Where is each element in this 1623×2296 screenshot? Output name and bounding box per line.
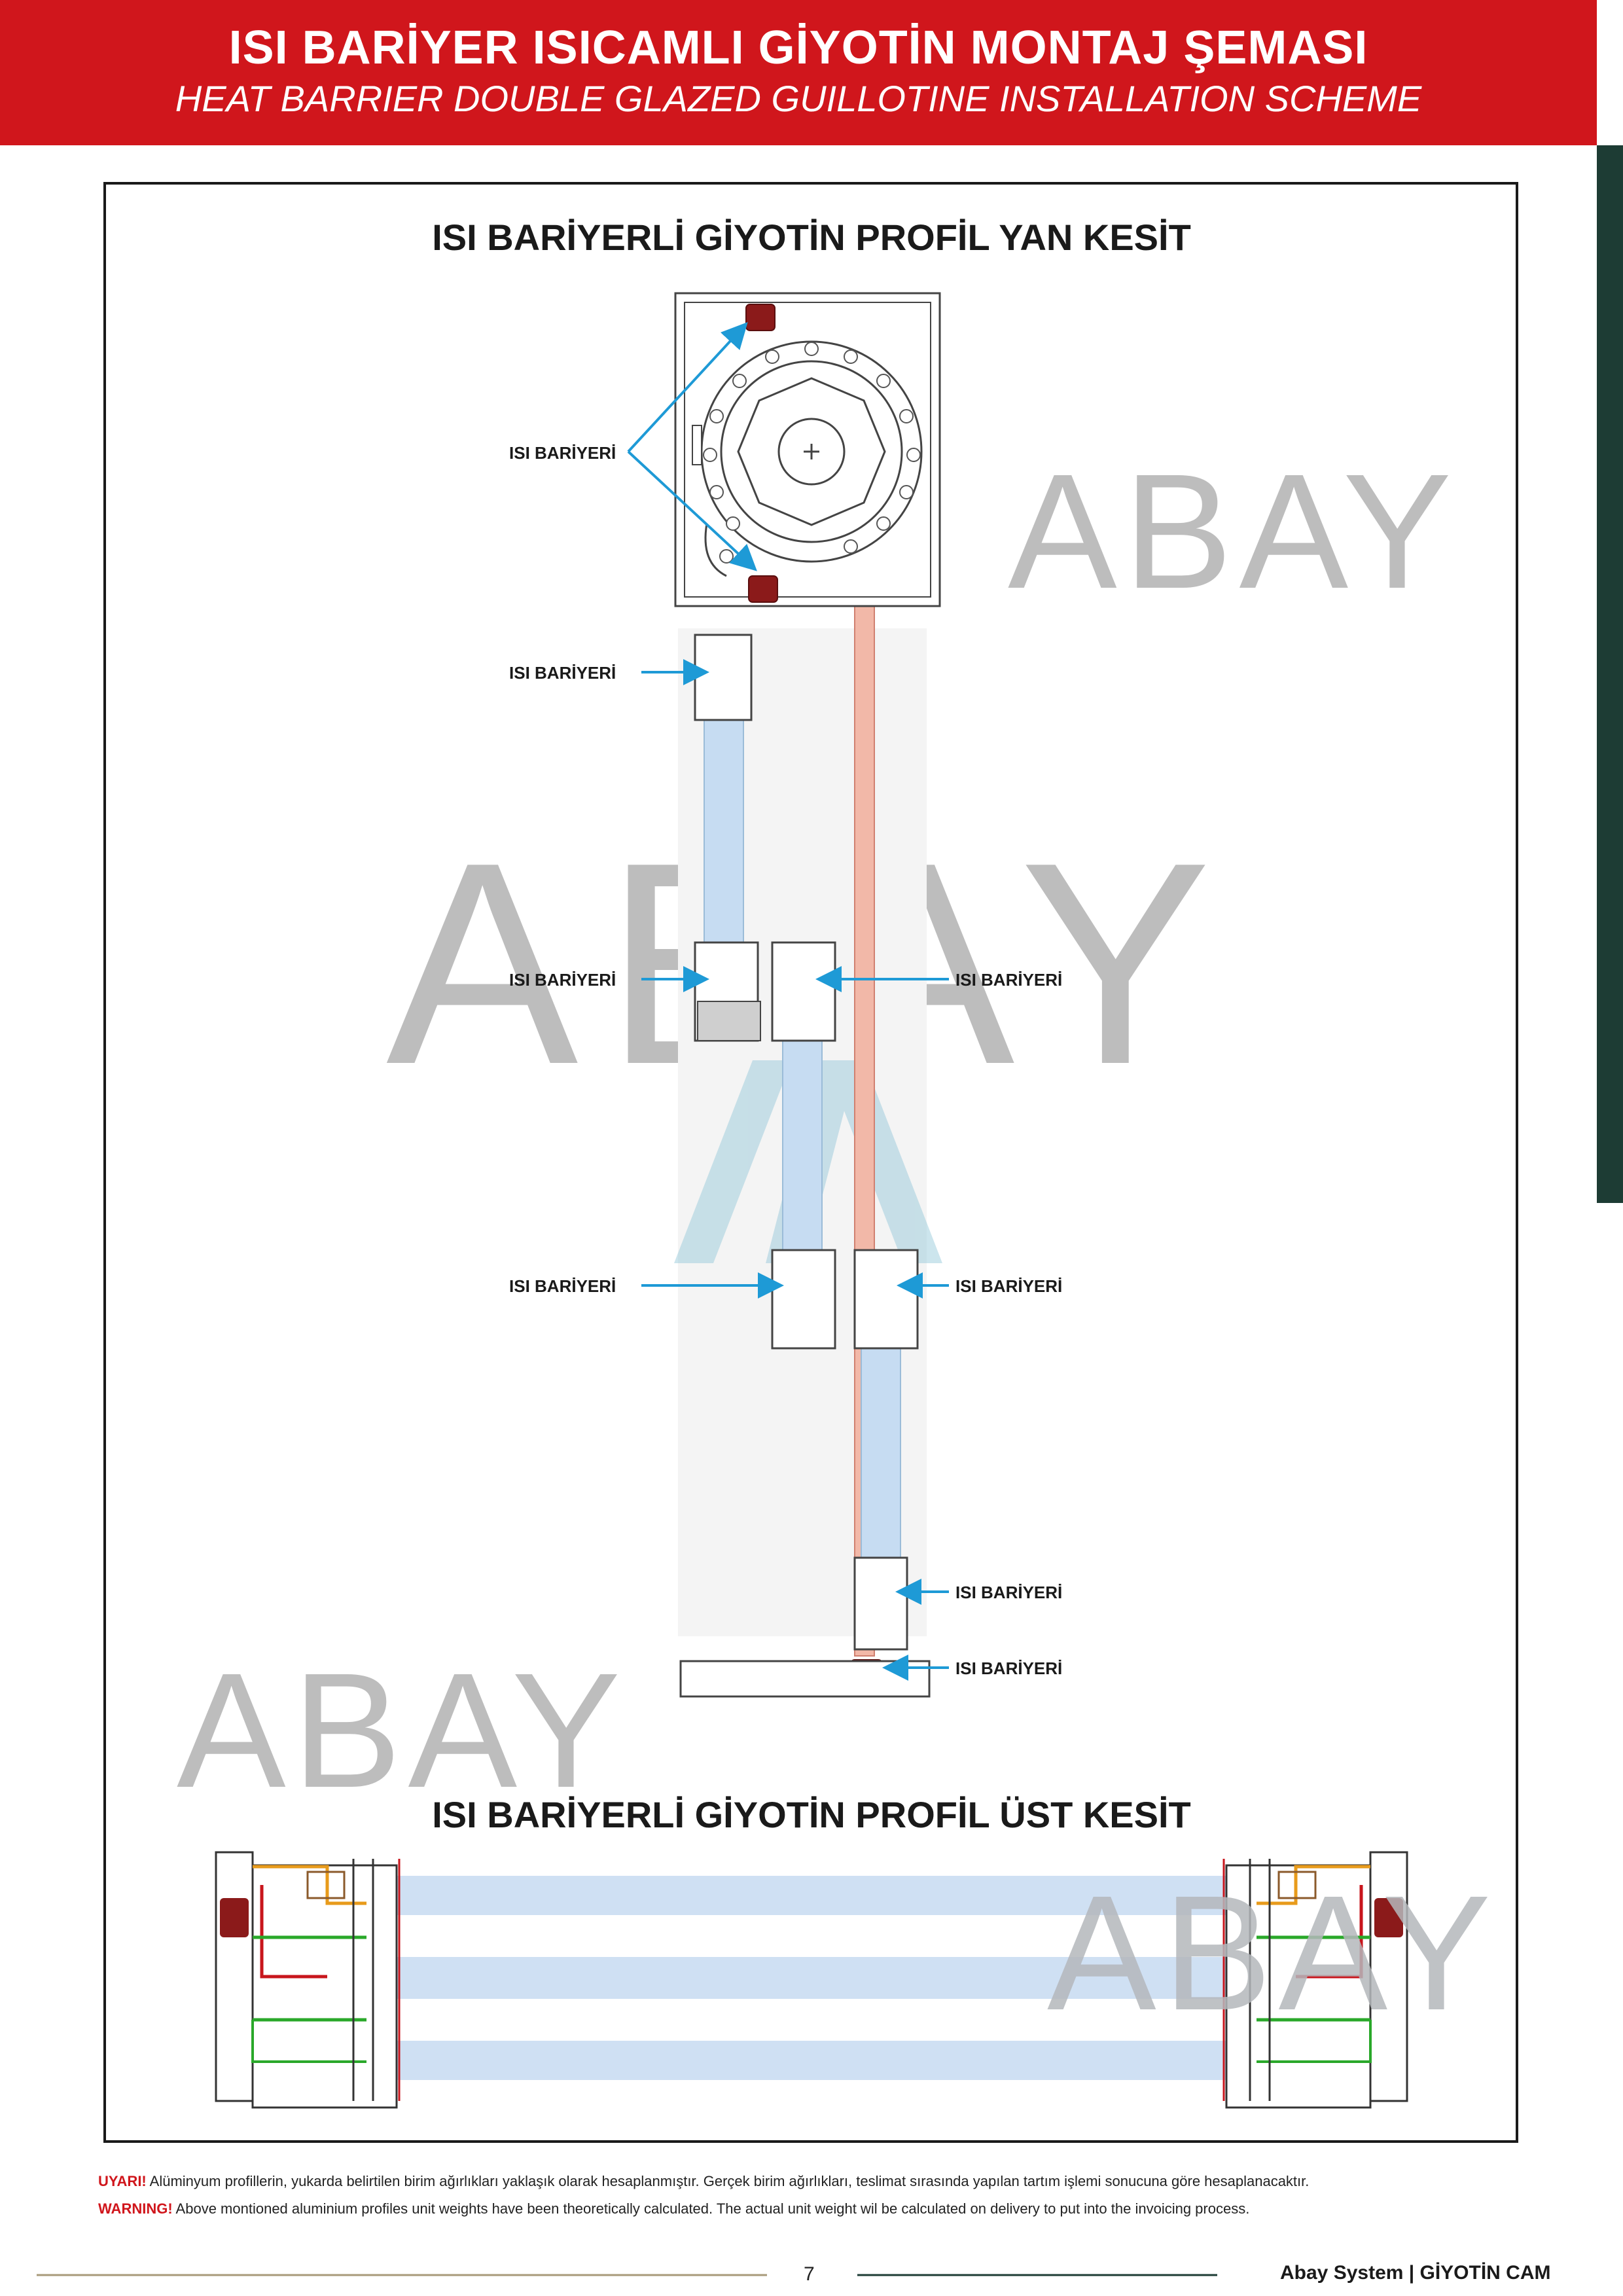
callout-label: ISI BARİYERİ: [955, 1659, 1063, 1678]
warning-label-en: WARNING!: [98, 2200, 173, 2217]
callout-arrows: [627, 322, 949, 1681]
page-number: 7: [804, 2263, 815, 2285]
side-section-title: ISI BARİYERLİ GİYOTİN PROFİL YAN KESİT: [432, 217, 1191, 258]
page-header: ISI BARİYER ISICAMLI GİYOTİN MONTAJ ŞEMA…: [0, 0, 1597, 145]
side-tab: [1597, 145, 1623, 1203]
callout-label: ISI BARİYERİ: [509, 970, 616, 990]
callout-label: ISI BARİYERİ: [955, 1276, 1063, 1296]
watermark-abay: ABAY: [1047, 1861, 1498, 2044]
warning-text-en: Above montioned aluminium profiles unit …: [172, 2200, 1250, 2217]
warning-label-tr: UYARI!: [98, 2173, 147, 2189]
warning-note-en: WARNING! Above montioned aluminium profi…: [98, 2200, 1249, 2217]
watermark-abay: ABAY: [177, 1639, 628, 1821]
callout-label: ISI BARİYERİ: [509, 1276, 616, 1296]
drawing-frame: [103, 182, 1518, 2143]
callout-label: ISI BARİYERİ: [955, 970, 1063, 990]
callout-label: ISI BARİYERİ: [509, 663, 616, 683]
header-title-en: HEAT BARRIER DOUBLE GLAZED GUILLOTINE IN…: [175, 78, 1422, 119]
warning-note-tr: UYARI! Alüminyum profillerin, yukarda be…: [98, 2173, 1309, 2190]
warning-text-tr: Alüminyum profillerin, yukarda belirtile…: [146, 2173, 1310, 2189]
roller-box: [674, 292, 941, 607]
plan-barrier-left: [220, 1898, 249, 1937]
footer-brand: Abay System | GİYOTİN CAM: [1280, 2262, 1551, 2284]
top-section-title: ISI BARİYERLİ GİYOTİN PROFİL ÜST KESİT: [432, 1794, 1191, 1835]
chain-links: [703, 342, 921, 564]
watermark-abay: ABAY: [1008, 440, 1459, 622]
plan-barrier-right: [1374, 1898, 1403, 1937]
plan-view-right-frame: [1222, 1851, 1408, 2109]
header-title-tr: ISI BARİYER ISICAMLI GİYOTİN MONTAJ ŞEMA…: [228, 22, 1368, 74]
plan-view-glass: [393, 1876, 1230, 2080]
callout-label: ISI BARİYERİ: [509, 443, 616, 463]
plan-view-left-frame: [215, 1851, 401, 2109]
callout-label: ISI BARİYERİ: [955, 1583, 1063, 1602]
